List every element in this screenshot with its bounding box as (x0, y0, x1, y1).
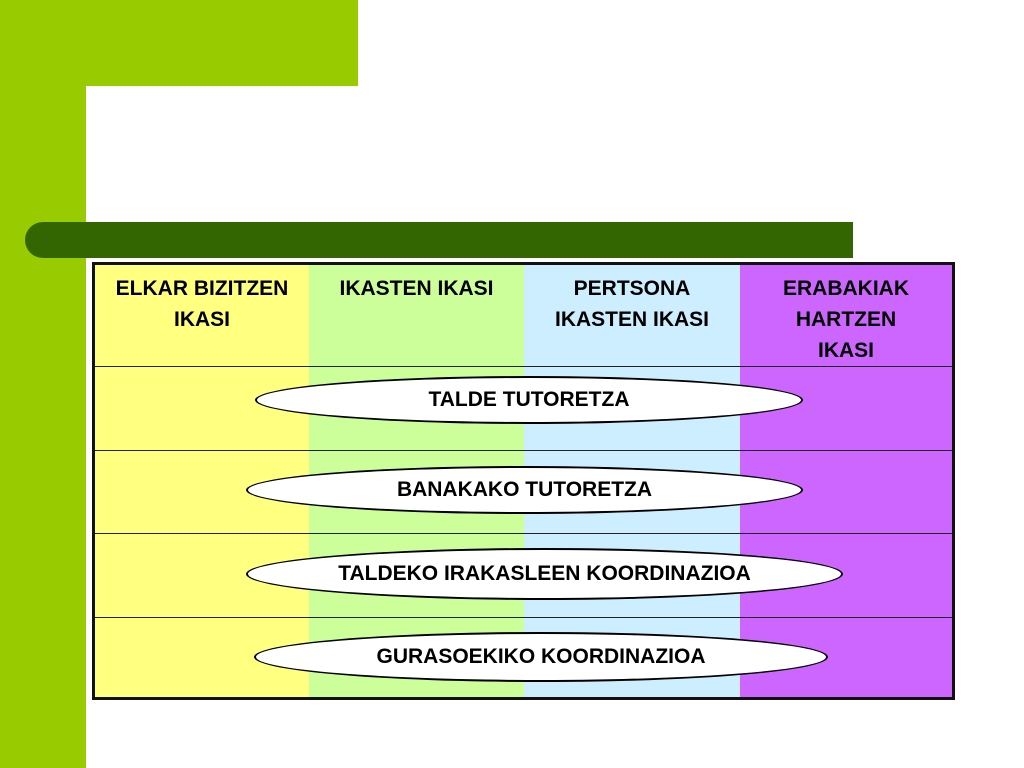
oval-talde-tutoretza: TALDE TUTORETZA (255, 376, 803, 424)
row-divider (95, 533, 952, 534)
row-divider (95, 450, 952, 451)
row-divider (95, 366, 952, 367)
column-header: ELKAR BIZITZEN IKASI (115, 277, 289, 331)
green-side-bar (0, 0, 86, 768)
oval-banakako-tutoretza: BANAKAKO TUTORETZA (246, 466, 803, 514)
oval-irakasleen-koordinazioa: TALDEKO IRAKASLEEN KOORDINAZIOA (246, 548, 843, 600)
oval-gurasoekiko-koordinazioa: GURASOEKIKO KOORDINAZIOA (254, 632, 828, 682)
green-top-block (0, 0, 358, 86)
title-bar (25, 222, 853, 258)
column-header: ERABAKIAK HARTZEN IKASI (783, 277, 909, 362)
column-erabakiak-hartzen: ERABAKIAK HARTZEN IKASI (740, 265, 952, 697)
row-divider (95, 617, 952, 618)
column-header: PERTSONA IKASTEN IKASI (554, 277, 709, 331)
column-header: IKASTEN IKASI (339, 277, 494, 300)
